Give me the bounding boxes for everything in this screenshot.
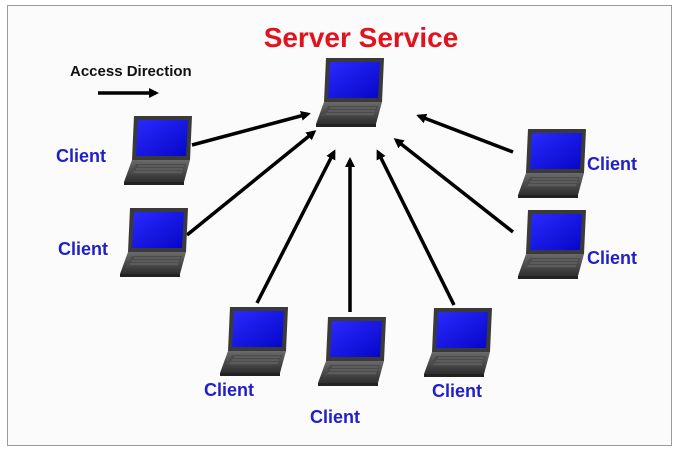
client-label: Client [56, 146, 106, 166]
client-label: Client [587, 248, 637, 268]
client-laptop-icon [220, 307, 288, 376]
access-arrow [419, 116, 513, 152]
client-label: Client [310, 407, 360, 427]
access-arrow [396, 140, 513, 232]
server-laptop-icon [316, 58, 384, 127]
client-laptop-icon [120, 208, 188, 277]
diagram-title: Server Service [264, 22, 459, 53]
client-label: Client [58, 239, 108, 259]
client-laptop-icon [124, 116, 192, 185]
client-laptop-icon [424, 308, 492, 377]
client-label: Client [432, 381, 482, 401]
client-label: Client [204, 380, 254, 400]
client-laptop-icon [518, 210, 586, 279]
client-laptop-icon [318, 317, 386, 386]
access-arrow [257, 152, 334, 303]
access-arrow [192, 114, 308, 145]
access-arrow [187, 132, 314, 235]
client-label: Client [587, 154, 637, 174]
legend-label: Access Direction [70, 63, 192, 80]
client-laptop-icon [518, 129, 586, 198]
